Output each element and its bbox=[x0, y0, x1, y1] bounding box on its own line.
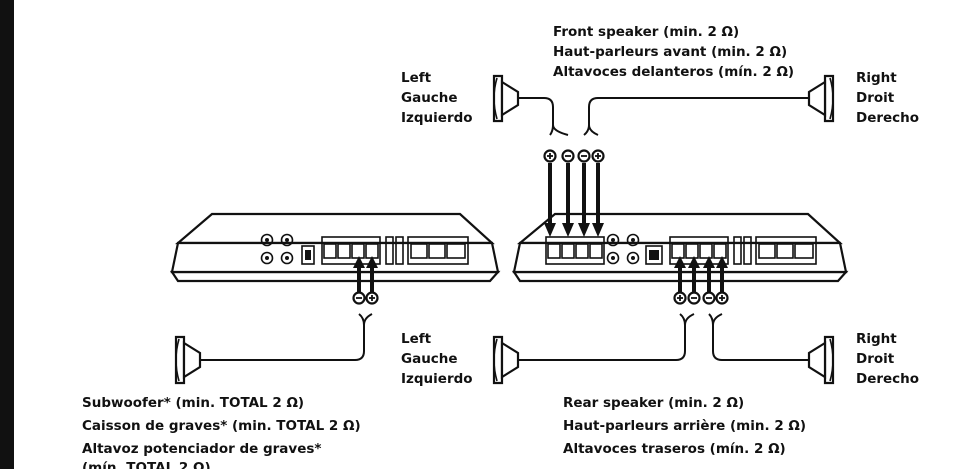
rear-left-label-line: Izquierdo bbox=[401, 371, 473, 387]
rear-right-label-line: Derecho bbox=[856, 371, 919, 387]
rear-right-label-line: Right bbox=[856, 331, 897, 347]
front-right-label-line: Right bbox=[856, 70, 897, 86]
front-right-label-line: Droit bbox=[856, 90, 895, 106]
speaker-terminal-block-icon bbox=[545, 236, 605, 265]
rear-left-label-line: Left bbox=[401, 331, 432, 347]
rca-input-jacks-icon bbox=[606, 233, 640, 265]
front-speaker-caption-line: Haut-parleurs avant (min. 2 Ω) bbox=[553, 44, 787, 60]
speaker-icon bbox=[492, 74, 520, 123]
subwoofer-caption-line: Subwoofer* (min. TOTAL 2 Ω) bbox=[82, 395, 304, 411]
rear-insert-arrows-icon bbox=[674, 256, 728, 292]
rear-speaker-wiring bbox=[518, 313, 809, 361]
rear-left-label: Left Gauche Izquierdo bbox=[401, 331, 473, 387]
rear-speaker-caption-line: Altavoces traseros (mín. 2 Ω) bbox=[563, 441, 786, 457]
front-polarity-markers bbox=[543, 149, 605, 163]
subwoofer-caption-line: Altavoz potenciador de graves* bbox=[82, 441, 321, 457]
speaker-icon bbox=[492, 335, 520, 385]
front-left-label-line: Gauche bbox=[401, 90, 458, 106]
subwoofer-caption: Subwoofer* (min. TOTAL 2 Ω) Caisson de g… bbox=[82, 395, 361, 469]
subwoofer-polarity-markers bbox=[352, 291, 379, 305]
rear-speaker-caption-line: Rear speaker (min. 2 Ω) bbox=[563, 395, 744, 411]
rear-speaker-caption-line: Haut-parleurs arrière (min. 2 Ω) bbox=[563, 418, 806, 434]
rear-polarity-markers bbox=[673, 291, 729, 305]
left-amplifier bbox=[169, 212, 501, 283]
rear-right-label: Right Droit Derecho bbox=[856, 331, 919, 387]
front-left-label-line: Left bbox=[401, 70, 432, 86]
front-speaker-caption-line: Front speaker (min. 2 Ω) bbox=[553, 24, 739, 40]
front-insert-arrows-icon bbox=[544, 163, 604, 237]
rca-input-jacks-icon bbox=[260, 233, 294, 265]
subwoofer-wiring bbox=[200, 313, 373, 361]
front-left-label: Left Gauche Izquierdo bbox=[401, 70, 473, 126]
power-terminal-block-icon bbox=[755, 236, 817, 265]
front-speaker-wiring bbox=[518, 97, 809, 136]
speaker-icon bbox=[174, 335, 202, 385]
speaker-terminal-block-icon bbox=[321, 236, 381, 265]
rear-speaker-caption: Rear speaker (min. 2 Ω) Haut-parleurs ar… bbox=[563, 395, 806, 457]
front-right-label: Right Droit Derecho bbox=[856, 70, 919, 126]
rear-right-label-line: Droit bbox=[856, 351, 895, 367]
subwoofer-caption-line: (mín. TOTAL 2 Ω) bbox=[82, 460, 211, 469]
power-terminal-block-icon bbox=[407, 236, 469, 265]
front-speaker-caption: Front speaker (min. 2 Ω) Haut-parleurs a… bbox=[553, 24, 794, 80]
front-speaker-caption-line: Altavoces delanteros (mín. 2 Ω) bbox=[553, 64, 794, 80]
front-right-label-line: Derecho bbox=[856, 110, 919, 126]
subwoofer-insert-arrows-icon bbox=[353, 256, 378, 292]
speaker-terminal-block-icon bbox=[669, 236, 729, 265]
speaker-icon bbox=[807, 74, 835, 123]
front-left-label-line: Izquierdo bbox=[401, 110, 473, 126]
subwoofer-caption-line: Caisson de graves* (min. TOTAL 2 Ω) bbox=[82, 418, 361, 434]
page-border-bar bbox=[0, 0, 14, 469]
speaker-icon bbox=[807, 335, 835, 385]
rear-left-label-line: Gauche bbox=[401, 351, 458, 367]
